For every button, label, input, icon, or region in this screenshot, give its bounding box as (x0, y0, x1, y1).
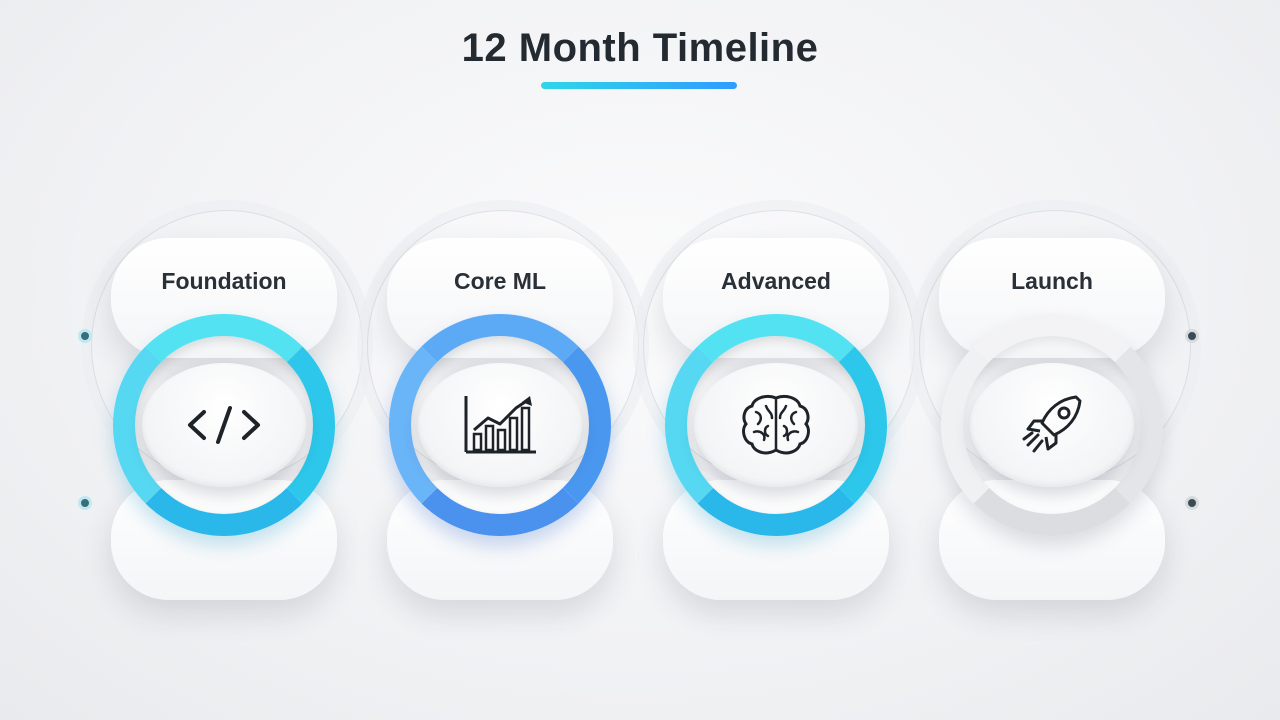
brain-icon (738, 392, 814, 458)
stage-icon-disc-foundation (142, 363, 306, 487)
connector-dot-left-top (78, 329, 92, 343)
rocket-icon (1016, 389, 1088, 461)
connector-dot-right-top (1185, 329, 1199, 343)
stage-label-launch: Launch (1011, 268, 1093, 294)
code-icon (184, 400, 264, 450)
connector-dot-right-bottom (1185, 496, 1199, 510)
stage-icon-disc-core-ml (418, 363, 582, 487)
stage-icon-disc-advanced (694, 363, 858, 487)
stage-label-core-ml: Core ML (454, 268, 546, 294)
page-title: 12 Month Timeline (461, 26, 819, 70)
title-underline (541, 82, 737, 89)
bar-chart-growth-icon (460, 392, 540, 458)
connector-dot-left-bottom (78, 496, 92, 510)
stage-label-foundation: Foundation (161, 268, 287, 294)
stage-icon-disc-launch (970, 363, 1134, 487)
stage-label-advanced: Advanced (721, 268, 831, 294)
